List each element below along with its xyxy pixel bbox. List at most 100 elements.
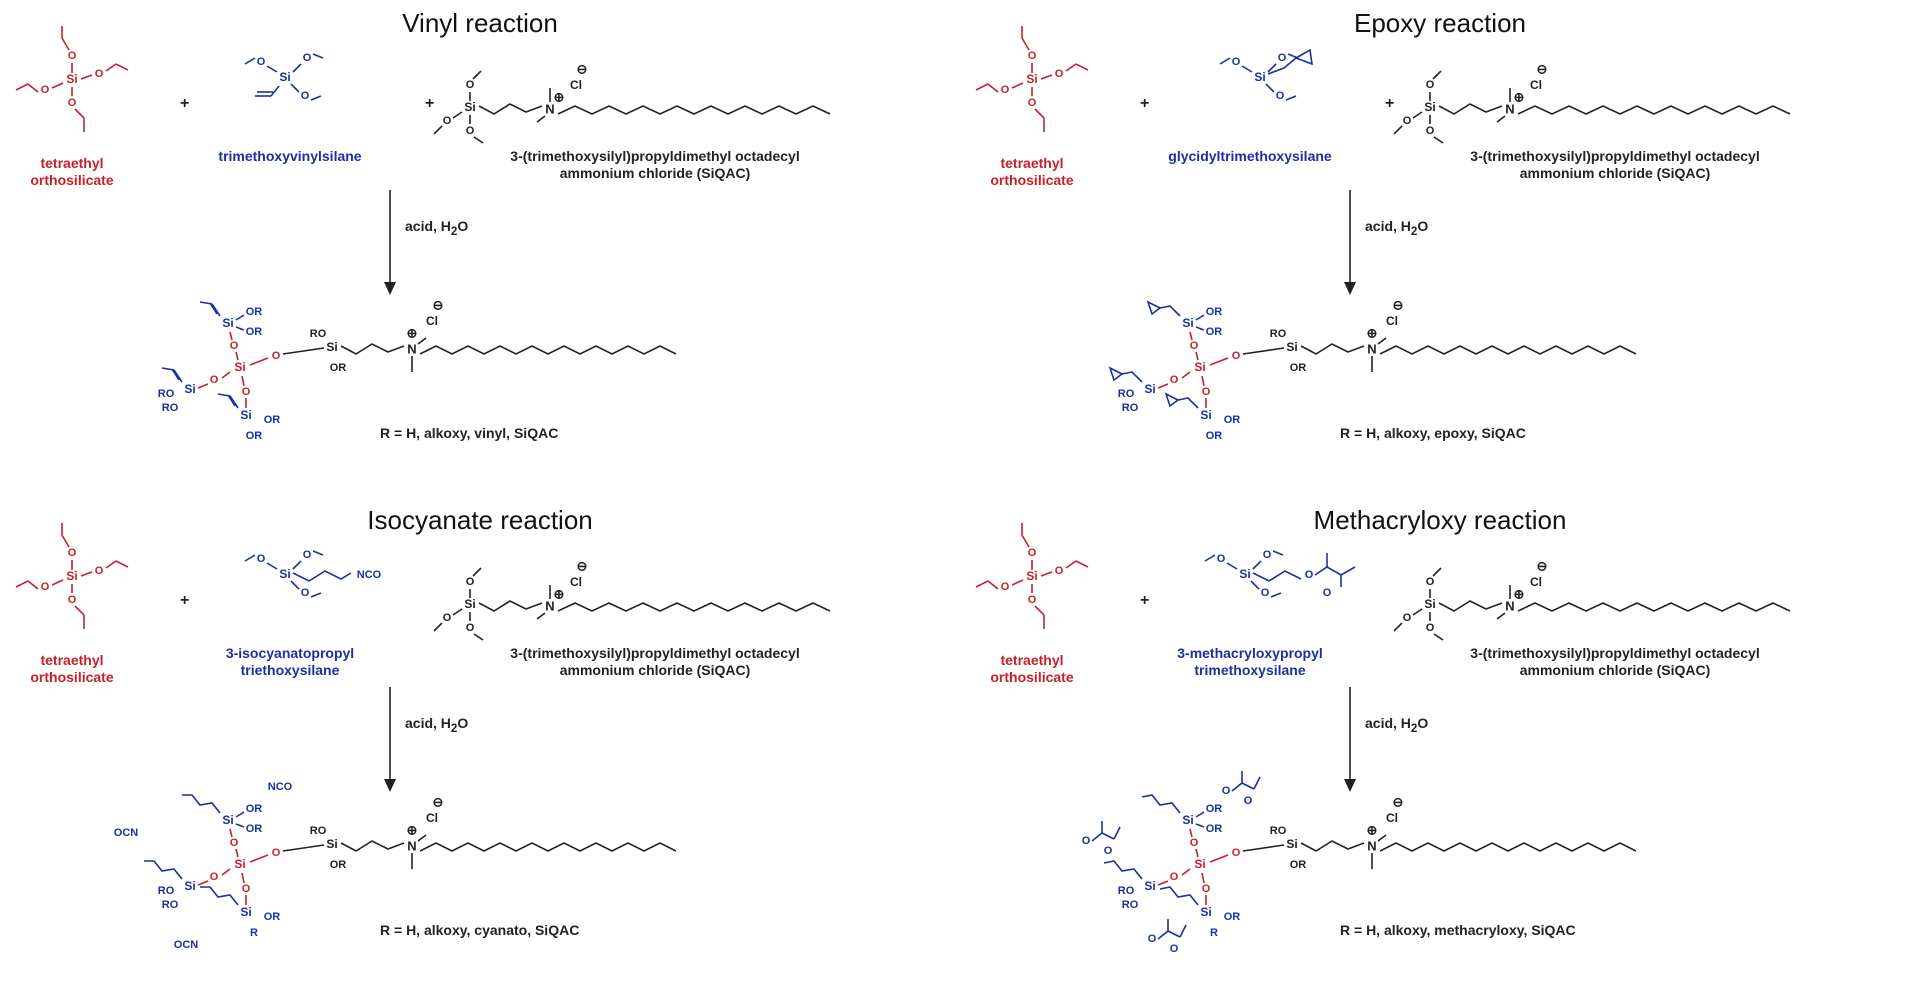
bond-line xyxy=(105,63,117,72)
bond-line xyxy=(105,560,117,569)
oxygen-atom: O xyxy=(1426,79,1435,91)
bond-line xyxy=(1241,65,1253,73)
alkoxy-label: RO xyxy=(162,899,179,911)
oxygen-atom: O xyxy=(1028,97,1037,109)
epoxide-ring xyxy=(1108,366,1124,382)
bond-line xyxy=(1195,823,1205,828)
oxygen-atom: O xyxy=(95,565,104,577)
condition-text: acid, H xyxy=(405,715,451,731)
bond-line xyxy=(536,612,546,620)
plus-sign: + xyxy=(180,592,190,609)
oxygen-atom: O xyxy=(1190,340,1199,352)
silane-silicon-atom: Si xyxy=(279,70,290,84)
oxygen-atom: O xyxy=(1261,587,1270,599)
nitrogen-atom: N xyxy=(407,341,416,356)
alkoxy-label: RO xyxy=(310,328,327,340)
central-silicon-atom: Si xyxy=(234,857,245,871)
nitrogen-atom: N xyxy=(545,598,554,613)
alkoxy-label: RO xyxy=(158,388,175,400)
product-r-definition: R = H, alkoxy, cyanato, SiQAC xyxy=(380,922,580,938)
alkyl-chain xyxy=(557,105,831,115)
alkoxy-label: OR xyxy=(264,911,281,923)
oxygen-atom: O xyxy=(1202,883,1211,895)
propyl-chain xyxy=(200,886,239,906)
oxygen-atom: O xyxy=(301,90,310,102)
siqac-name-line2: ammonium chloride (SiQAC) xyxy=(559,165,751,181)
propyl-chain xyxy=(1300,343,1365,355)
bond-line xyxy=(1496,612,1506,620)
silane-name-line1: 3-methacryloxypropyl xyxy=(1177,645,1323,661)
bond-line xyxy=(1265,83,1275,93)
oxygen-atom: O xyxy=(1028,594,1037,606)
alkyl-chain xyxy=(419,842,677,852)
bond-line xyxy=(1011,579,1024,586)
silane-silicon-atom: Si xyxy=(1254,70,1265,84)
negative-charge-icon: ⊖ xyxy=(1537,558,1548,573)
bond-line xyxy=(987,580,999,590)
teos-name-line1: tetraethyl xyxy=(40,155,104,171)
oxygen-atom: O xyxy=(68,547,77,559)
siqac-silicon-atom: Si xyxy=(326,837,337,851)
bond-line xyxy=(80,74,93,80)
panel-title: Methacryloxy reaction xyxy=(1313,505,1567,535)
propyl-chain xyxy=(1438,103,1503,115)
bond-line xyxy=(452,608,463,616)
silane-name-line2: triethoxysilane xyxy=(240,662,340,678)
chloride-atom: Cl xyxy=(570,575,582,589)
bond-line xyxy=(1181,371,1191,379)
bond-line xyxy=(51,82,64,89)
bond-line xyxy=(292,560,302,570)
condition-subscript: 2 xyxy=(450,721,458,735)
alkoxy-label: OR xyxy=(1206,326,1223,338)
silane-name-line2: trimethoxysilane xyxy=(1194,662,1306,678)
bond-line xyxy=(452,111,463,119)
methacrylate-chain xyxy=(1314,566,1356,576)
bond-line xyxy=(1040,571,1053,577)
oxygen-atom: O xyxy=(242,883,251,895)
reaction-condition: acid, H2O xyxy=(1365,715,1428,735)
panel-title: Isocyanate reaction xyxy=(367,505,593,535)
oxygen-atom: O xyxy=(68,50,77,62)
reaction-arrow-head xyxy=(384,282,396,295)
silicon-atom: Si xyxy=(66,569,77,583)
silane-silicon-atom: Si xyxy=(240,408,251,422)
siqac-name-line2: ammonium chloride (SiQAC) xyxy=(559,662,751,678)
positive-charge-icon: ⊕ xyxy=(554,89,565,104)
bond-line xyxy=(417,834,427,842)
silane-silicon-atom: Si xyxy=(1239,567,1250,581)
propyl-chain xyxy=(182,794,221,814)
siqac-name-line2: ammonium chloride (SiQAC) xyxy=(1519,662,1711,678)
oxygen-atom: O xyxy=(68,594,77,606)
condition-subscript: 2 xyxy=(1410,224,1418,238)
teos-name-line2: orthosilicate xyxy=(990,172,1074,188)
bond-line xyxy=(197,383,209,389)
oxygen-atom: O xyxy=(466,622,475,634)
bond-line xyxy=(1034,605,1045,616)
propyl-chain xyxy=(478,600,543,612)
oxygen-atom: O xyxy=(466,125,475,137)
alkoxy-label: RO xyxy=(1118,885,1135,897)
methacrylate-chain xyxy=(1091,832,1115,842)
bond-line xyxy=(1252,560,1262,570)
bond-line xyxy=(1412,608,1423,616)
propyl-chain xyxy=(478,103,543,115)
bond-line xyxy=(536,115,546,123)
reaction-arrow-head xyxy=(384,779,396,792)
silicon-atom: Si xyxy=(1026,569,1037,583)
alkoxy-label: OR xyxy=(246,430,263,442)
chloride-atom: Cl xyxy=(1386,811,1398,825)
condition-text-end: O xyxy=(457,715,469,731)
bond-line xyxy=(472,567,482,577)
bond-line xyxy=(433,125,443,135)
siqac-name-line1: 3-(trimethoxysilyl)propyldimethyl octade… xyxy=(1470,148,1760,164)
bond-line xyxy=(1075,560,1089,568)
alkoxy-label: OR xyxy=(330,859,347,871)
alkoxy-label: OR xyxy=(246,326,263,338)
bond-line xyxy=(1272,550,1284,556)
silane-name-line1: 3-isocyanatopropyl xyxy=(225,645,355,661)
bond-line xyxy=(1377,337,1387,345)
product-r-definition: R = H, alkoxy, vinyl, SiQAC xyxy=(380,425,559,441)
oxygen-atom: O xyxy=(210,871,219,883)
